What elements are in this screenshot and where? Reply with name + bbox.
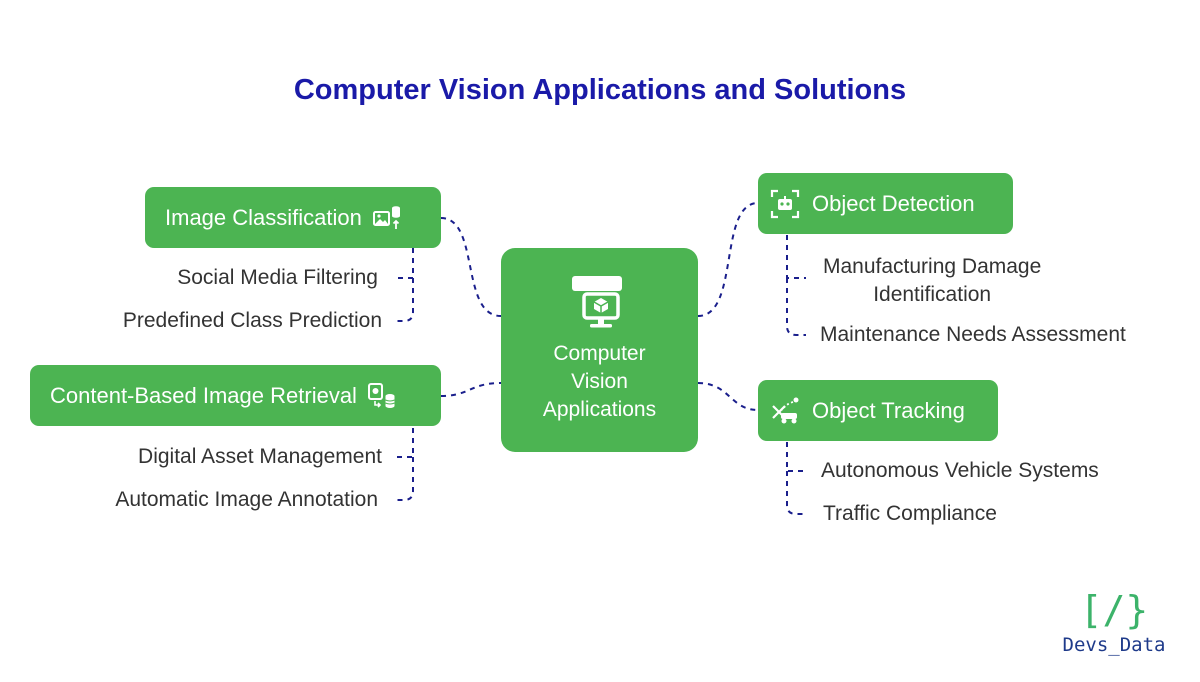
connector-social-media: [395, 248, 414, 279]
center-label-line: Vision: [571, 370, 628, 393]
center-node: Computer Vision Applications: [501, 248, 698, 452]
node-label: Content-Based Image Retrieval: [50, 382, 357, 408]
connector-maintenance: [786, 278, 806, 336]
connector-predefined: [393, 278, 414, 322]
connector-annotation: [393, 457, 414, 501]
item-line: Identification: [873, 283, 992, 306]
image-search-database-icon: [367, 381, 397, 411]
connector-traffic: [786, 471, 806, 515]
connector-manufacturing: [786, 235, 806, 279]
monitor-cube-icon: [570, 272, 630, 338]
connector-cbir: [440, 382, 502, 397]
item-line: Manufacturing Damage: [823, 255, 1042, 278]
center-label: Computer Vision Applications: [501, 340, 698, 424]
center-label-line: Computer: [553, 342, 646, 365]
item-automatic-image-annotation: Automatic Image Annotation: [115, 488, 378, 511]
connector-image-classification: [440, 217, 502, 317]
vehicle-tracking-icon: [770, 396, 800, 426]
diagram-title: Computer Vision Applications and Solutio…: [293, 74, 907, 106]
connector-object-detection: [697, 202, 759, 317]
node-label: Object Detection: [812, 190, 975, 216]
connector-object-tracking: [697, 382, 759, 411]
node-content-based-image-retrieval: Content-Based Image Retrieval: [30, 365, 441, 426]
item-autonomous-vehicle-systems: Autonomous Vehicle Systems: [821, 459, 1099, 482]
item-predefined-class-prediction: Predefined Class Prediction: [122, 309, 382, 332]
item-manufacturing-damage-identification: Manufacturing Damage Identification: [823, 253, 1041, 309]
node-object-tracking: Object Tracking: [758, 380, 998, 441]
connector-digital-asset: [395, 428, 414, 458]
connector-autonomous: [786, 442, 806, 472]
node-label: Image Classification: [165, 204, 362, 230]
item-social-media-filtering: Social Media Filtering: [177, 266, 378, 289]
robot-focus-icon: [770, 189, 800, 219]
devsdata-logo: [/} Devs_Data: [1056, 588, 1172, 656]
logo-brand: Devs_Data: [1062, 634, 1166, 656]
item-digital-asset-management: Digital Asset Management: [138, 445, 382, 468]
item-traffic-compliance: Traffic Compliance: [823, 502, 997, 525]
image-database-icon: [372, 203, 402, 233]
item-maintenance-needs-assessment: Maintenance Needs Assessment: [820, 323, 1126, 346]
logo-mark: [/}: [1079, 588, 1149, 632]
node-object-detection: Object Detection: [758, 173, 1013, 234]
node-label: Object Tracking: [812, 397, 965, 423]
node-image-classification: Image Classification: [145, 187, 441, 248]
center-label-line: Applications: [542, 398, 657, 421]
